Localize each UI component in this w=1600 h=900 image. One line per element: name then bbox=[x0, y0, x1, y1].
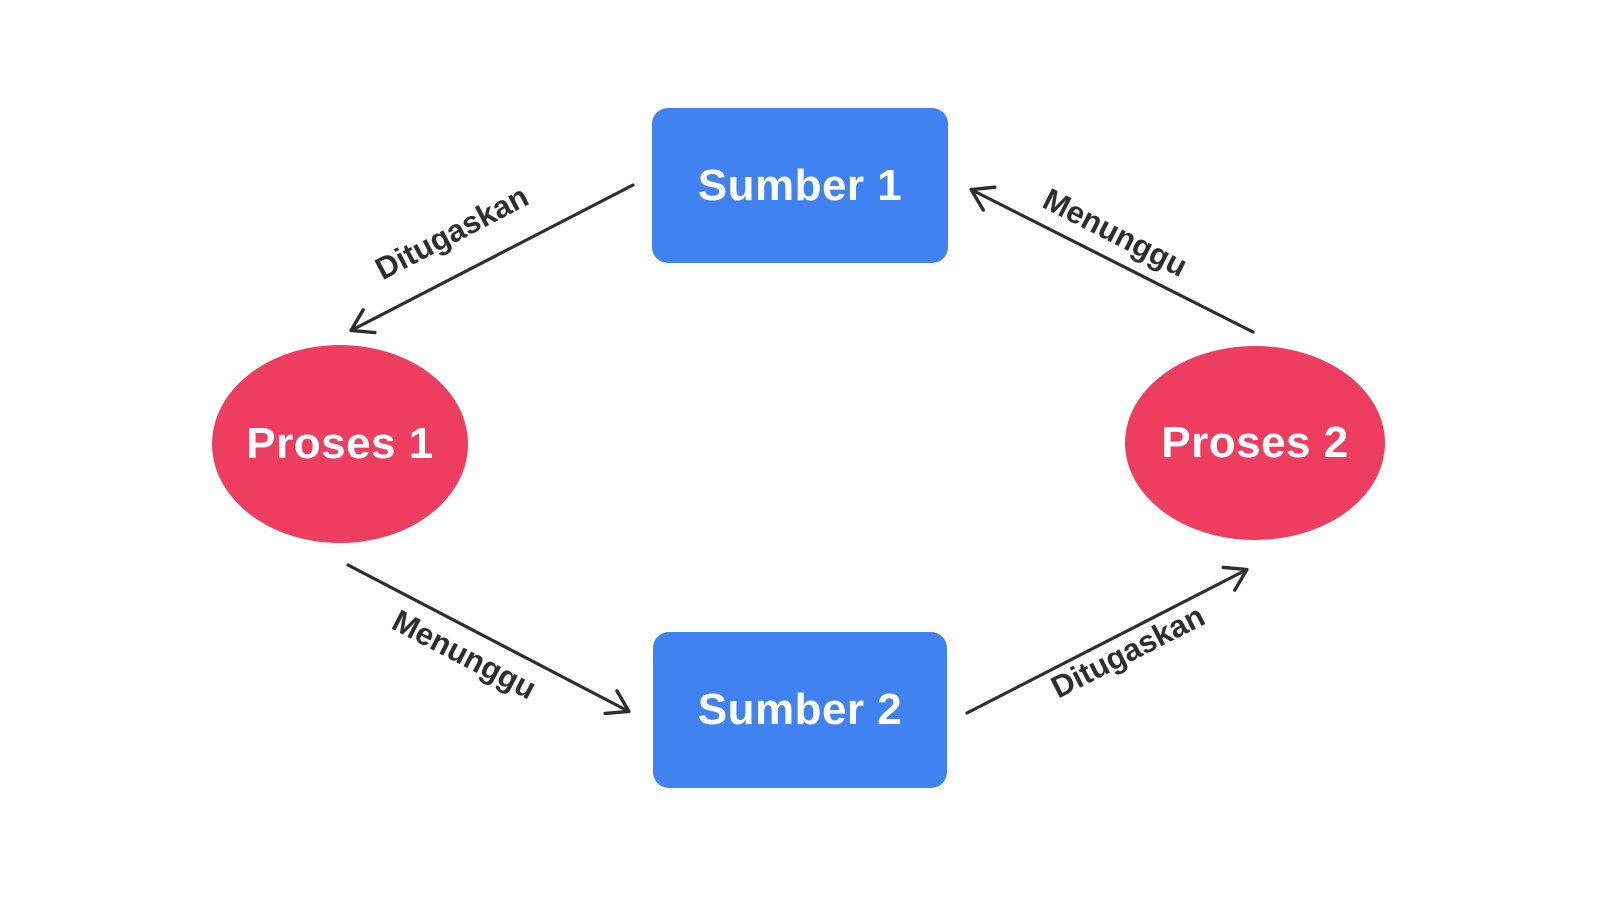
arrow-sumber2-to-proses2 bbox=[965, 565, 1249, 715]
arrow-sumber1-to-proses1 bbox=[349, 183, 635, 335]
arrow-proses1-to-sumber2 bbox=[346, 563, 631, 716]
node-sumber-1: Sumber 1 bbox=[652, 108, 948, 263]
node-sumber-2-label: Sumber 2 bbox=[697, 685, 903, 734]
node-sumber-1-label: Sumber 1 bbox=[697, 160, 903, 210]
node-proses-1: Proses 1 bbox=[212, 345, 468, 543]
node-sumber-2: Sumber 2 bbox=[653, 632, 947, 788]
node-proses-2-label: Proses 2 bbox=[1161, 418, 1349, 467]
node-proses-2: Proses 2 bbox=[1125, 346, 1385, 540]
node-proses-1-label: Proses 1 bbox=[246, 419, 434, 468]
arrow-proses2-to-sumber1 bbox=[969, 185, 1255, 334]
